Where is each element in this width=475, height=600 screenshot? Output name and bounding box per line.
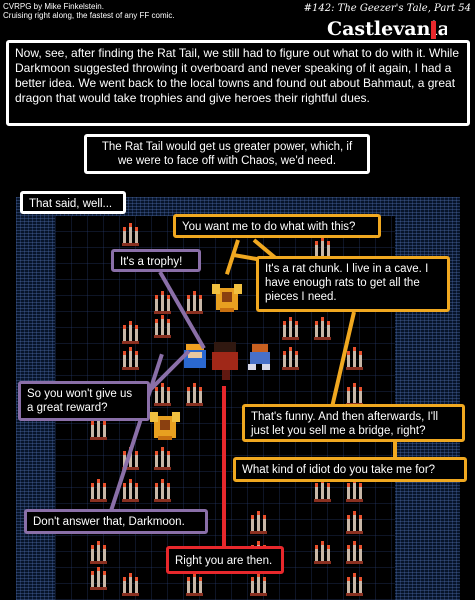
speech-dragon-1: You want me to do what with this? (173, 214, 381, 238)
speech-dragon-3: That's funny. And then afterwards, I'll … (242, 404, 465, 442)
speech-hero-2: So you won't give us a great reward? (18, 381, 150, 421)
speech-dragon-4: What kind of idiot do you take me for? (233, 457, 467, 482)
speech-hero-3: Don't answer that, Darkmoon. (24, 509, 208, 534)
dragon-bahamut (212, 284, 242, 312)
speech-dragon-2: It's a rat chunk. I live in a cave. I ha… (256, 256, 450, 312)
credit-line-2: Cruising right along, the fastest of any… (3, 11, 175, 20)
narration-caption-2: The Rat Tail would get us greater power,… (84, 134, 370, 174)
speech-darkmoon-1: Right you are then. (166, 546, 284, 574)
narration-caption-3: That said, well... (20, 191, 126, 214)
castlevania-logo: Castlevania (327, 18, 447, 39)
credits: CVRPG by Mike Finkelstein. Cruising righ… (3, 2, 175, 20)
dragon-statue (150, 412, 180, 440)
hero-fighter (248, 344, 270, 370)
hero-mage (184, 344, 206, 368)
tail-darkmoon1 (222, 386, 226, 551)
episode-title: #142: The Geezer's Tale, Part 54 (303, 3, 471, 14)
speech-hero-1: It's a trophy! (111, 249, 201, 272)
hero-darkmoon (212, 342, 238, 380)
narration-caption-1: Now, see, after finding the Rat Tail, we… (6, 40, 470, 126)
logo-text: Castlevania (327, 18, 447, 39)
credit-line-1: CVRPG by Mike Finkelstein. (3, 2, 104, 11)
